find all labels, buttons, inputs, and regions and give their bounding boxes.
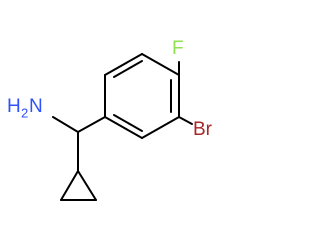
cyclopropyl-ring — [60, 170, 97, 201]
bond-ring-to-methine — [77, 116, 106, 133]
ring-bond-5 — [104, 116, 143, 139]
amine-hydrogen: H — [7, 96, 21, 117]
cyclopropyl-bond-1 — [60, 170, 79, 201]
ring-bond-2 — [141, 53, 180, 76]
fluorine-label: F — [172, 38, 184, 59]
bond-ring-to-bromine — [178, 116, 193, 125]
benzene-ring — [104, 53, 180, 139]
ring-bond-1 — [104, 53, 143, 76]
bromine-label: Br — [193, 119, 213, 140]
amine-nitrogen: N — [29, 96, 43, 117]
ring-double-bond-top — [113, 60, 143, 78]
ring-bond-4 — [141, 116, 180, 139]
amine-label: H 2 N — [7, 96, 43, 120]
amine-hydrogen-subscript: 2 — [21, 105, 28, 120]
molecule-structure: H 2 N F Br — [7, 38, 213, 201]
cyclopropyl-bond-3 — [77, 170, 97, 201]
bond-methine-to-amine — [52, 116, 79, 133]
ring-double-bond-bottom — [113, 114, 143, 132]
